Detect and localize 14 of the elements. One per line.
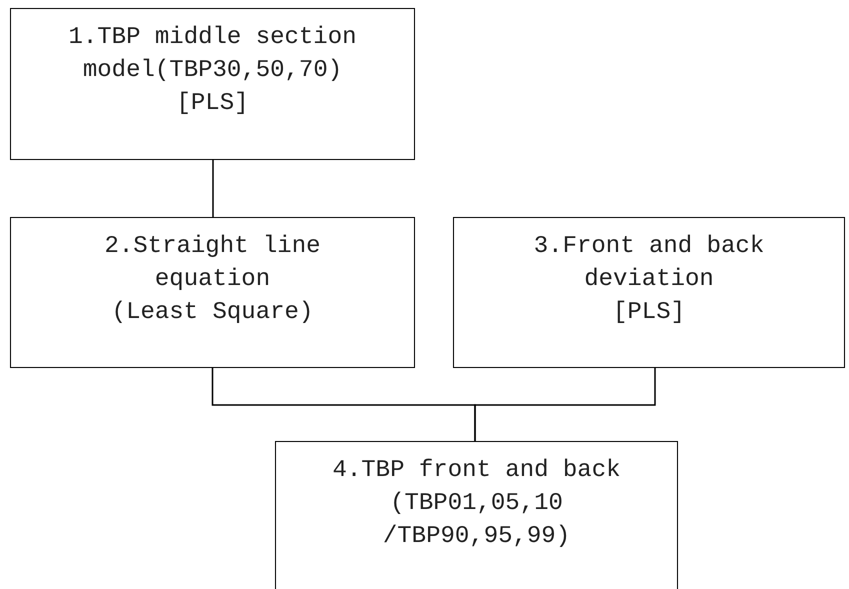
box-text: 1.TBP middle section model(TBP30,50,70) <box>67 23 358 86</box>
process-box <box>453 217 845 368</box>
process-box <box>10 8 415 160</box>
process-box <box>275 441 678 589</box>
box-text: (TBP01,05,10 /TBP90,95,99) <box>382 489 572 552</box>
box-text: 2.Straight line equation <box>103 232 322 295</box>
box-text: 3.Front and back deviation <box>532 232 766 295</box>
connector-line <box>474 368 656 441</box>
connector-line <box>212 160 214 217</box>
box-text: (Least Square) <box>112 298 314 328</box>
box-text: 4.TBP front and back <box>332 456 621 486</box>
box-text: [PLS] <box>612 298 685 328</box>
box-text: [PLS] <box>176 89 248 119</box>
process-box <box>10 217 415 368</box>
